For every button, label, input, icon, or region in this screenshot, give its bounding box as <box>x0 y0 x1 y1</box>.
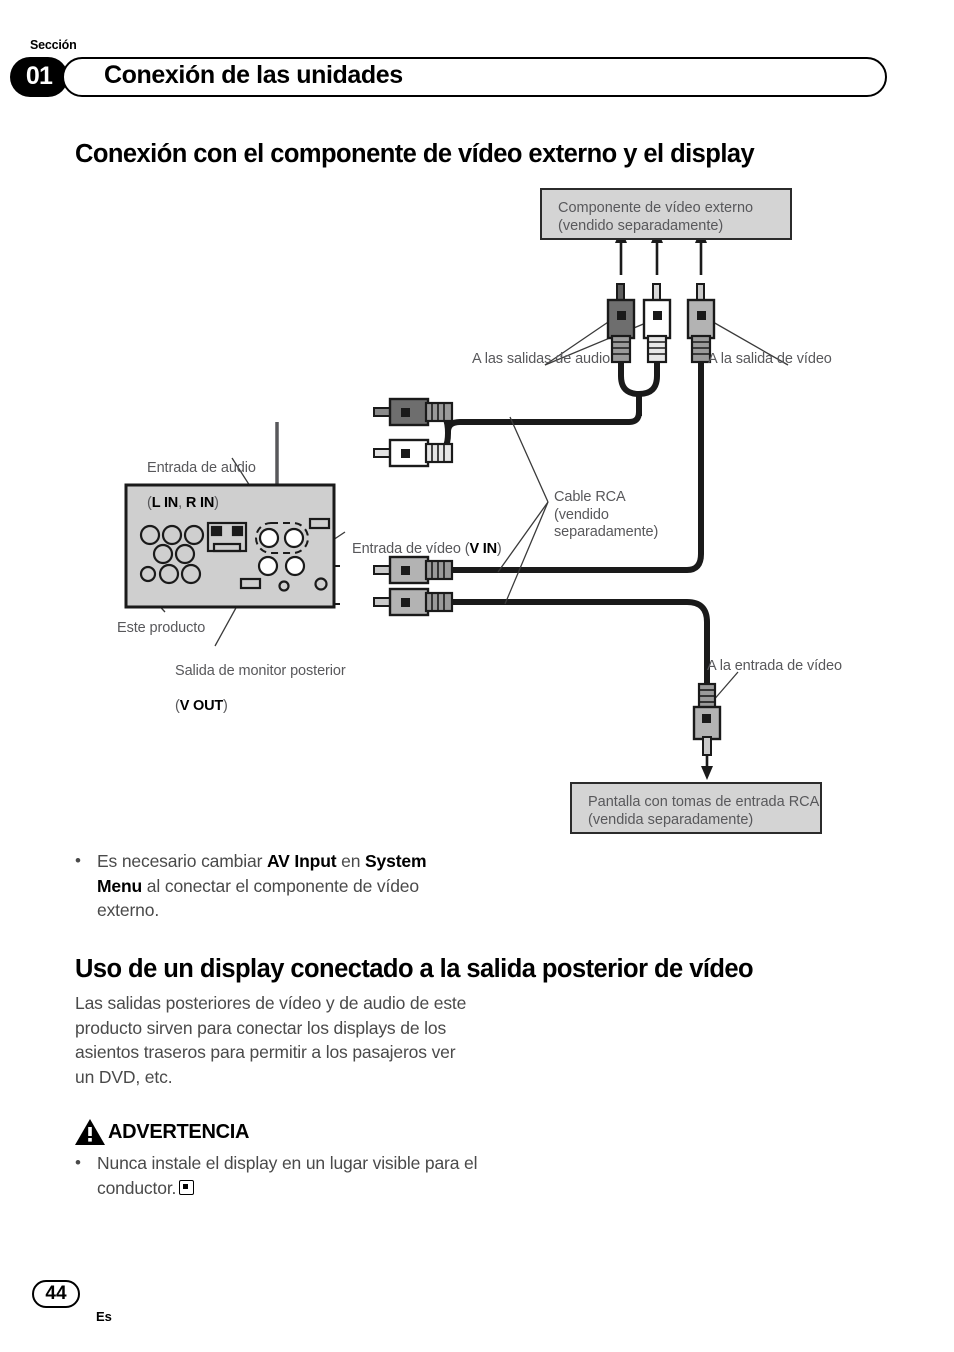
warning-title: ADVERTENCIA <box>108 1120 250 1143</box>
label-v-out: V OUT <box>179 697 224 714</box>
section-title-pill: Conexión de las unidades <box>62 57 887 97</box>
rca-plug-vertical-video <box>686 283 716 364</box>
rca-plug-display <box>692 682 722 756</box>
unit-rear-panel <box>124 483 336 609</box>
label-rear-monitor-output: Salida de monitor posterior (V OUT) <box>175 645 346 715</box>
label-l-in: L IN <box>151 494 179 511</box>
label-video-input: Entrada de vídeo (V IN) <box>352 523 502 558</box>
display-box: Pantalla con tomas de entrada RCA (vendi… <box>570 782 822 834</box>
warning-bullet: • Nunca instale el display en un lugar v… <box>75 1151 495 1200</box>
label-this-product: Este producto <box>117 620 206 636</box>
end-of-section-marker <box>179 1179 195 1195</box>
connection-diagram: Componente de vídeo externo (vendido sep… <box>0 180 954 840</box>
video-in-cable <box>438 362 704 573</box>
page-title: Conexión con el componente de vídeo exte… <box>75 140 755 168</box>
rca-plug-horizontal-red <box>373 397 454 427</box>
rca-plug-horizontal-white <box>373 438 454 468</box>
label-audio-input: Entrada de audio (L IN, R IN) <box>147 442 256 512</box>
arrows-to-component <box>619 238 703 275</box>
bullet-marker: • <box>75 851 81 870</box>
section-subtitle: Uso de un display conectado a la salida … <box>75 955 754 983</box>
bullet-marker: • <box>75 1153 81 1172</box>
warning-bullet-text: Nunca instale el display en un lugar vis… <box>97 1153 478 1198</box>
label-audio-input-paren-close: ) <box>214 494 219 511</box>
note-av-pre: Es necesario cambiar <box>97 851 267 871</box>
label-v-out-paren-close: ) <box>223 697 228 714</box>
label-video-input-pre: Entrada de vídeo ( <box>352 540 470 557</box>
section-title: Conexión de las unidades <box>104 61 403 89</box>
label-audio-input-comma: , <box>178 494 186 511</box>
note-av-input-bold: AV Input <box>266 851 337 871</box>
label-v-in: V IN <box>469 540 498 557</box>
note-av-post: al conectar el componente de vídeo exter… <box>97 875 419 921</box>
page-header: Sección 01 Conexión de las unidades <box>0 32 954 102</box>
rca-plug-vertical-red <box>606 283 636 364</box>
rca-plug-horizontal-video-out <box>373 587 454 617</box>
note-system-menu-bold: System Menu <box>97 851 427 896</box>
label-video-input-post: ) <box>496 540 502 557</box>
paragraph-rear-output: Las salidas posteriores de vídeo y de au… <box>75 993 467 1087</box>
label-audio-input-paren-open: ( <box>147 494 152 511</box>
rca-plug-horizontal-video-in <box>373 555 454 585</box>
audio-cable-run-left <box>445 409 642 435</box>
section-label: Sección <box>30 38 77 52</box>
diagram-artwork <box>124 229 789 780</box>
label-v-out-paren-open: ( <box>175 697 180 714</box>
warning-triangle-icon <box>75 1119 105 1145</box>
label-audio-input-line1: Entrada de audio <box>147 459 256 476</box>
label-rear-monitor-line1: Salida de monitor posterior <box>175 662 346 679</box>
label-audio-outputs: A las salidas de audio <box>472 351 611 367</box>
label-r-in: R IN <box>185 494 215 511</box>
page-footer: 44 Es <box>0 1262 954 1352</box>
label-to-video-input: A la entrada de vídeo <box>707 658 842 674</box>
warning-block: ADVERTENCIA • Nunca instale el display e… <box>75 1118 495 1200</box>
language-code: Es <box>96 1309 112 1324</box>
note-av-input-text: Es necesario cambiar AV Input en System … <box>97 849 475 923</box>
warning-bullet-body: Nunca instale el display en un lugar vis… <box>97 1151 495 1200</box>
video-out-cable <box>438 599 710 692</box>
section-number-badge: 01 <box>10 57 68 97</box>
rca-plug-vertical-white <box>642 283 672 364</box>
page-number: 44 <box>32 1280 80 1308</box>
note-av-mid: en <box>336 851 366 871</box>
warning-header: ADVERTENCIA <box>75 1118 495 1146</box>
external-component-box: Componente de vídeo externo (vendido sep… <box>540 188 792 240</box>
label-video-output: A la salida de vídeo <box>708 351 832 367</box>
label-rca-cable: Cable RCA (vendido separadamente) <box>554 489 659 540</box>
note-av-input: • Es necesario cambiar AV Input en Syste… <box>75 849 475 923</box>
audio-cable-u-join <box>618 359 660 398</box>
